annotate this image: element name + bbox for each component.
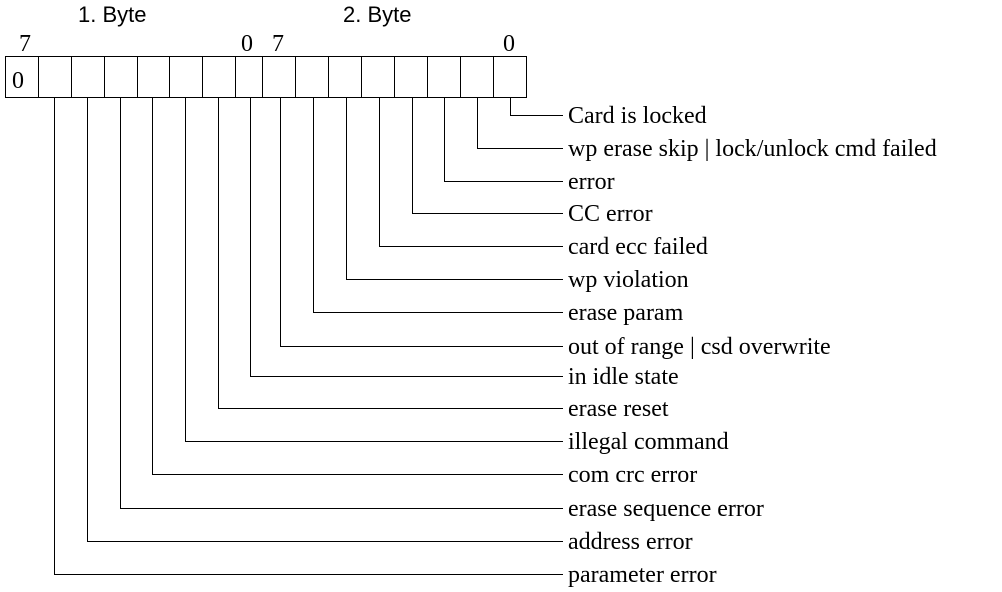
bit-cell (169, 56, 203, 98)
leader-line (280, 97, 563, 347)
bit-cell (202, 56, 236, 98)
leader-lines (54, 97, 563, 575)
bit-label: parameter error (568, 562, 717, 588)
leader-line (120, 97, 563, 509)
leader-line (313, 97, 563, 313)
leader-line (54, 97, 563, 575)
bit-cell (38, 56, 72, 98)
leader-line (346, 97, 563, 280)
bit-cell (137, 56, 170, 98)
bit-cell (328, 56, 362, 98)
bit-label: out of range | csd overwrite (568, 334, 831, 360)
leader-line (477, 97, 563, 149)
bit-cell (295, 56, 329, 98)
leader-line (379, 97, 563, 247)
bit-label: erase sequence error (568, 496, 764, 522)
leader-line (218, 97, 563, 409)
bit-label: erase param (568, 300, 684, 326)
leader-line (87, 97, 563, 542)
bit-labels: Card is locked wp erase skip | lock/unloc… (568, 103, 937, 588)
bit15-value: 0 (12, 68, 24, 94)
bit-cell (427, 56, 461, 98)
leader-line (510, 97, 563, 116)
leader-line (152, 97, 563, 475)
bit-cell (104, 56, 138, 98)
bit-label: erase reset (568, 396, 669, 422)
bit-cell (361, 56, 395, 98)
bit-cell (5, 56, 39, 98)
bit-label: com crc error (568, 462, 697, 488)
register-cells (5, 56, 527, 98)
bit-label: wp violation (568, 267, 689, 293)
bit-label: wp erase skip | lock/unlock cmd failed (568, 136, 937, 162)
byte2-title: 2. Byte (343, 2, 411, 27)
bit-cell (71, 56, 105, 98)
leader-line (250, 97, 563, 377)
leader-line (185, 97, 563, 442)
bit-label: card ecc failed (568, 234, 708, 260)
bit-label: CC error (568, 201, 653, 227)
bit-cell (235, 56, 263, 98)
bit-label: Card is locked (568, 103, 707, 129)
bit-label: address error (568, 529, 693, 555)
byte2-lsb-index: 0 (503, 31, 515, 57)
byte1-msb-index: 7 (19, 31, 31, 57)
bit-label: illegal command (568, 429, 729, 455)
leader-line (444, 97, 563, 182)
bit-cell (262, 56, 296, 98)
bit-label: in idle state (568, 364, 679, 390)
byte1-title: 1. Byte (78, 2, 146, 27)
byte1-lsb-index: 0 (241, 31, 253, 57)
bit-cell (493, 56, 527, 98)
bit-cell (394, 56, 428, 98)
bit-cell (460, 56, 494, 98)
leader-line (412, 97, 563, 214)
byte2-msb-index: 7 (272, 31, 284, 57)
bit-label: error (568, 169, 615, 195)
